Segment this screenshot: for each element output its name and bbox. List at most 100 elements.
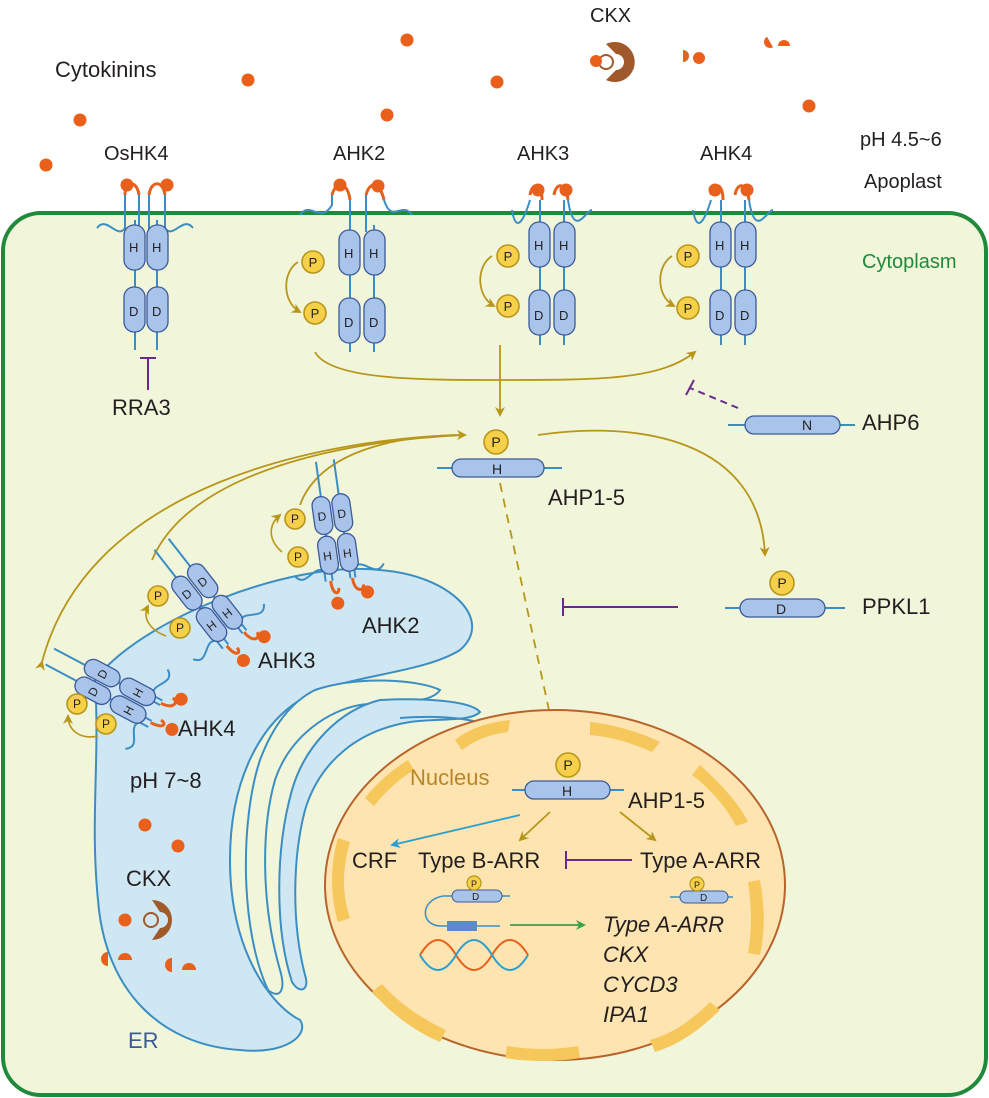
svg-text:P: P: [309, 255, 318, 270]
ahp-to-typea-arrow: [619, 811, 657, 842]
ppkl1-inhibition: [562, 598, 678, 616]
ahp-to-ppkl1-arrow: [537, 429, 770, 557]
svg-text:P: P: [154, 589, 162, 603]
degraded-cytokinin-outside: [683, 36, 790, 64]
ahp-cytoplasm: H P: [437, 429, 562, 478]
ppkl1-label: PPKL1: [862, 594, 931, 619]
svg-text:P: P: [684, 249, 693, 264]
svg-text:D: D: [776, 601, 786, 617]
ckx-label-outside: CKX: [590, 5, 631, 27]
svg-text:H: H: [129, 240, 138, 255]
typea-inhibits-typeb: [565, 851, 632, 869]
er-ahk4-receptor: D D H H: [45, 647, 188, 750]
er-ahk2-receptor: D D H H: [293, 459, 385, 610]
svg-text:P: P: [311, 306, 320, 321]
type-a-arr-protein: D P: [670, 876, 733, 904]
svg-text:H: H: [152, 240, 161, 255]
nucleus: [324, 709, 786, 1061]
nucleus-label: Nucleus: [410, 765, 489, 790]
er-ahk2-label: AHK2: [362, 613, 419, 638]
oshk4-receptor: H H D D: [96, 178, 194, 350]
svg-text:D: D: [740, 308, 749, 323]
svg-text:P: P: [102, 717, 110, 731]
svg-text:H: H: [492, 461, 502, 477]
type-b-arr-label: Type B-ARR: [418, 848, 540, 873]
ahp-nuclear-import-arrow: [499, 482, 559, 740]
ahp6-inhibition: [685, 379, 739, 409]
er-degraded-cytokinin: [101, 952, 196, 972]
svg-text:P: P: [294, 550, 302, 564]
svg-text:H: H: [715, 238, 724, 253]
cytokinins-label: Cytokinins: [55, 57, 156, 82]
nuclear-ahp: H P: [512, 752, 624, 800]
apoplast-ph-label: pH 4.5~6: [860, 129, 942, 151]
svg-text:P: P: [504, 299, 513, 314]
ahp-to-crf-arrow: [390, 814, 521, 849]
receptor-to-ahp-arrows: [314, 345, 697, 417]
target-gene: CKX: [603, 942, 650, 967]
er-ph-label: pH 7~8: [130, 768, 202, 793]
svg-text:N: N: [802, 417, 812, 433]
er-cytokinin-molecules: [118, 818, 185, 927]
svg-text:P: P: [491, 434, 500, 450]
er-ahk3-label: AHK3: [258, 648, 315, 673]
target-genes: Type A-ARR CKX CYCD3 IPA1: [603, 912, 724, 1027]
er-ckx-label: CKX: [126, 866, 172, 891]
svg-text:D: D: [715, 308, 724, 323]
svg-text:D: D: [559, 308, 568, 323]
phosphorelay-plasma: P P P P P P: [285, 244, 700, 325]
svg-text:D: D: [317, 509, 328, 524]
svg-text:P: P: [471, 879, 477, 889]
er-label: ER: [128, 1028, 159, 1053]
svg-text:H: H: [369, 246, 378, 261]
svg-text:H: H: [559, 238, 568, 253]
svg-text:D: D: [472, 892, 479, 903]
ahp-label: AHP1-5: [548, 485, 625, 510]
rra3-label: RRA3: [112, 395, 171, 420]
crf-label: CRF: [352, 848, 397, 873]
er-ckx-enzyme: [143, 900, 172, 940]
ahk2-receptor: H H D D: [299, 178, 413, 352]
oshk4-label: OsHK4: [104, 143, 168, 165]
ahp6-protein: N: [728, 415, 855, 435]
rra3-inhibition: [140, 357, 156, 390]
ahp6-label: AHP6: [862, 410, 919, 435]
cytokinin-molecules: [39, 33, 816, 172]
svg-text:D: D: [152, 304, 161, 319]
ahk2-label: AHK2: [333, 143, 385, 165]
svg-text:H: H: [344, 246, 353, 261]
svg-text:D: D: [344, 315, 353, 330]
target-gene: IPA1: [603, 1002, 649, 1027]
svg-text:P: P: [73, 697, 81, 711]
er-relay-arrows: [35, 430, 467, 672]
ppkl1-target: D P: [725, 570, 845, 618]
target-gene: CYCD3: [603, 972, 678, 997]
svg-text:H: H: [342, 546, 353, 561]
ahk3-receptor: H H D D: [511, 183, 593, 345]
ahk3-label: AHK3: [517, 143, 569, 165]
target-gene: Type A-ARR: [603, 912, 724, 937]
svg-text:D: D: [336, 506, 347, 521]
svg-text:P: P: [684, 301, 693, 316]
svg-text:H: H: [562, 783, 572, 799]
svg-text:D: D: [700, 893, 707, 904]
apoplast-label: Apoplast: [864, 171, 942, 193]
svg-text:P: P: [504, 249, 513, 264]
svg-text:P: P: [563, 757, 572, 773]
type-b-arr-dna-complex: D P: [419, 875, 529, 971]
svg-text:P: P: [176, 621, 184, 635]
svg-text:D: D: [129, 304, 138, 319]
type-a-arr-label: Type A-ARR: [640, 848, 761, 873]
ckx-enzyme-outside: [590, 42, 635, 82]
er-ahk2-phosphorelay: P P: [270, 508, 309, 568]
ahk4-label: AHK4: [700, 143, 752, 165]
ahk4-receptor: H H D D: [692, 183, 774, 345]
svg-text:H: H: [322, 549, 333, 564]
svg-text:D: D: [369, 315, 378, 330]
er-ahk3-receptor: D D H H: [153, 538, 271, 668]
er-ahk4-phosphorelay: P P: [63, 693, 117, 738]
svg-text:P: P: [291, 512, 299, 526]
svg-text:H: H: [740, 238, 749, 253]
cytoplasm-label: Cytoplasm: [862, 251, 956, 273]
